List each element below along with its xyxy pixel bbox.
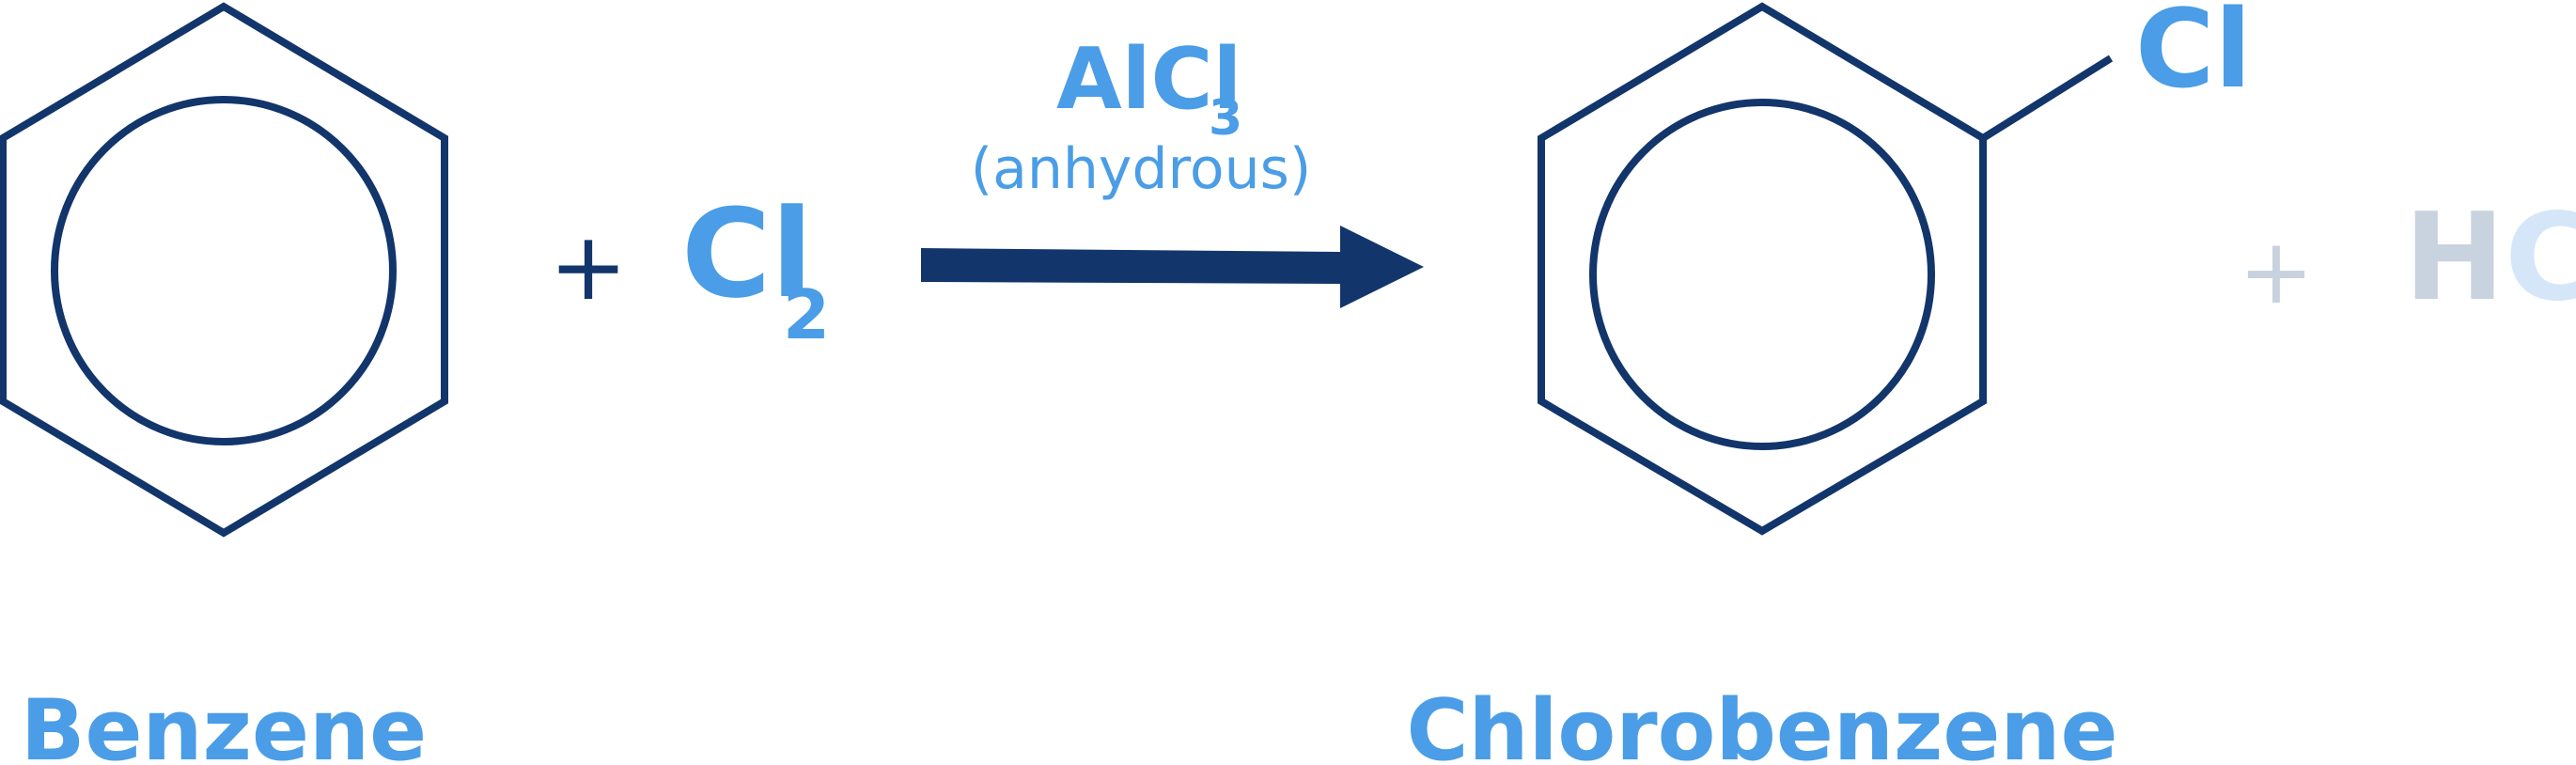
chlorobenzene-hexagon <box>1538 2 1987 536</box>
benzene-aromatic-ring <box>51 96 397 445</box>
catalyst-subscript: 3 <box>1209 90 1242 147</box>
c-cl-bond <box>1980 55 2114 142</box>
chlorobenzene-aromatic-ring <box>1589 99 1935 450</box>
benzene-label: Benzene <box>21 681 427 765</box>
benzene-hexagon <box>0 2 448 538</box>
chlorobenzene-structure: Cl <box>1538 0 2252 536</box>
hcl-cl: Cl <box>2505 188 2576 328</box>
benzene-structure <box>0 2 448 538</box>
catalyst-note: (anhydrous) <box>971 136 1312 202</box>
hcl-product: HCl <box>2404 188 2576 328</box>
arrow-shaft-head <box>921 226 1424 308</box>
plus-sign-2: + <box>2239 219 2314 324</box>
chlorine-reagent: Cl 2 <box>681 182 830 354</box>
chlorine-substituent: Cl <box>2135 0 2252 113</box>
chlorine-symbol: Cl <box>681 182 813 325</box>
reaction-conditions: AlCl 3 (anhydrous) <box>971 30 1312 202</box>
reaction-arrow <box>921 226 1424 308</box>
chlorobenzene-label: Chlorobenzene <box>1406 681 2117 765</box>
catalyst-symbol: AlCl <box>1056 30 1241 129</box>
plus-sign-1: + <box>549 211 628 321</box>
hcl-h: H <box>2404 188 2505 328</box>
chlorine-subscript: 2 <box>783 275 830 354</box>
